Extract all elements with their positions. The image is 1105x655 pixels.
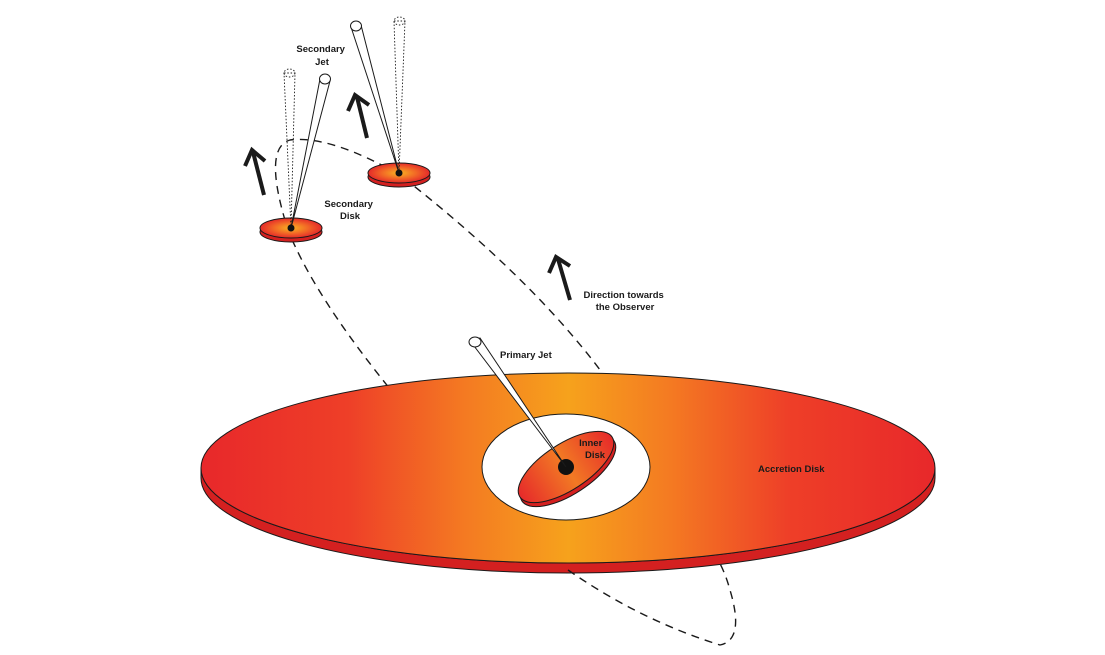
secondary-jet-right-ghost [393, 20, 406, 174]
label-secondary-disk-line2: Disk [340, 211, 361, 222]
label-secondary-jet-line2: Jet [315, 57, 330, 68]
secondary-black-hole-right [395, 169, 403, 177]
secondary-disk-left [259, 68, 331, 243]
label-secondary-disk-line1: Secondary [324, 199, 373, 210]
primary-jet [468, 336, 567, 468]
orbit-path-back [274, 138, 632, 516]
secondary-jet-right-tip [350, 20, 362, 32]
arrow-up-middle [346, 91, 371, 139]
secondary-black-hole-left [287, 224, 295, 232]
secondary-disk-right [350, 16, 431, 188]
label-secondary-jet-line1: Secondary [296, 44, 345, 55]
arrow-observer-direction [547, 254, 572, 301]
label-direction-observer: Direction towards the Observer [584, 290, 667, 313]
arrow-up-left [243, 146, 267, 196]
label-primary-jet: Primary Jet [500, 350, 553, 361]
label-direction-line2: the Observer [596, 302, 655, 313]
orbit-path-front [567, 559, 737, 646]
secondary-jet-left-ghost [283, 72, 296, 229]
secondary-jet-left-ghost-tip [283, 68, 296, 78]
label-secondary-disk: Secondary Disk [324, 199, 375, 222]
label-direction-line1: Direction towards [584, 290, 664, 301]
label-inner-disk: Inner Disk [579, 438, 606, 461]
label-inner-disk-line2: Disk [585, 450, 606, 461]
label-secondary-jet: Secondary Jet [296, 44, 347, 68]
label-inner-disk-line1: Inner [579, 438, 603, 449]
secondary-jet-right-ghost-tip [393, 16, 406, 26]
label-accretion-disk: Accretion Disk [758, 464, 825, 475]
primary-jet-tip [468, 336, 482, 348]
secondary-jet-left-tip [319, 73, 331, 85]
